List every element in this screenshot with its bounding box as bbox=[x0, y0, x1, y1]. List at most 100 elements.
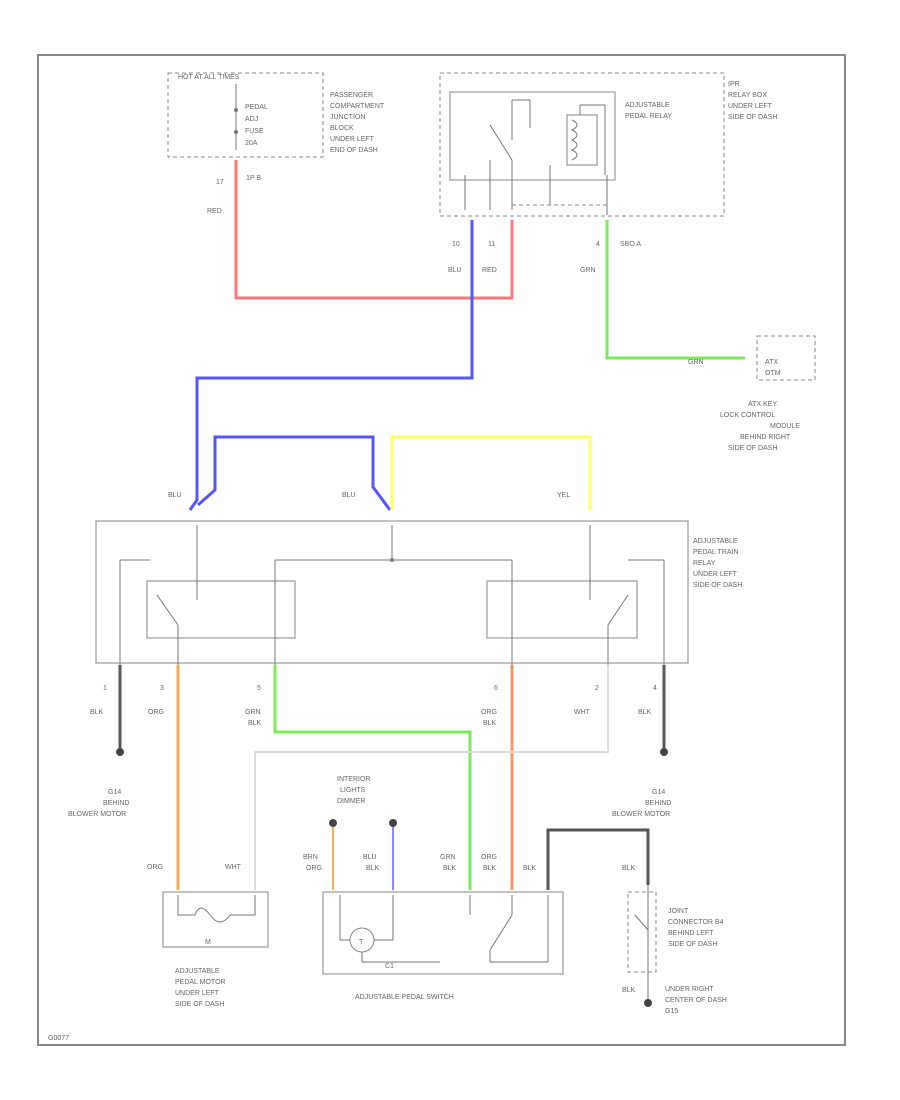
motor-line-3: UNDER LEFT bbox=[175, 990, 220, 997]
ptr-label-3: RELAY bbox=[693, 560, 716, 567]
ground-right-dot bbox=[660, 748, 668, 756]
ground-left-dot bbox=[116, 748, 124, 756]
ipr-title-2: RELAY BOX bbox=[728, 92, 767, 99]
motor-line-1: ADJUSTABLE bbox=[175, 968, 220, 975]
joint-line-2: CONNECTOR B4 bbox=[668, 919, 724, 926]
wire-label-red-1: RED bbox=[207, 208, 222, 215]
pedal-train-relay: ADJUSTABLE PEDAL TRAIN RELAY UNDER LEFT … bbox=[95, 520, 742, 692]
joint-connector: JOINT CONNECTOR B4 BEHIND LEFT SIDE OF D… bbox=[622, 885, 727, 1015]
fuse-block: HOT AT ALL TIMES PEDAL ADJ FUSE 20A PASS… bbox=[167, 72, 385, 186]
switch-label: ADJUSTABLE PEDAL SWITCH bbox=[355, 994, 454, 1001]
wire-blue-loop bbox=[197, 435, 392, 511]
ground-bottom-1: UNDER RIGHT bbox=[665, 986, 714, 993]
ptr-pin-5: 5 bbox=[257, 685, 261, 692]
wire-green-top bbox=[605, 220, 745, 360]
wire-label-blk-4: BLK bbox=[622, 865, 636, 872]
ground-bottom-3: G15 bbox=[665, 1008, 678, 1015]
ptr-pin-1: 1 bbox=[103, 685, 107, 692]
fuse-line-4: 20A bbox=[245, 140, 258, 147]
atkey-module: ATX OTM ATX KEY LOCK CONTROL MODULE BEHI… bbox=[720, 335, 816, 452]
lights-line-3: DIMMER bbox=[337, 798, 365, 805]
wire-label-blu-1: BLU bbox=[448, 267, 462, 274]
joint-line-3: BEHIND LEFT bbox=[668, 930, 714, 937]
junction-line-4: BLOCK bbox=[330, 125, 354, 132]
junction-line-1: PASSENGER bbox=[330, 92, 373, 99]
relay-label-1: ADJUSTABLE bbox=[625, 102, 670, 109]
wire-red bbox=[234, 160, 514, 300]
ptr-pin-4: 4 bbox=[653, 685, 657, 692]
atkey-loc-3: MODULE bbox=[770, 423, 800, 430]
wire-label-wht-1: WHT bbox=[574, 709, 591, 716]
ground-right-2: BEHIND bbox=[645, 800, 671, 807]
wire-label-blu-2: BLU bbox=[168, 492, 182, 499]
wire-label-grnblk-1: GRN bbox=[245, 709, 261, 716]
ptr-label-5: SIDE OF DASH bbox=[693, 582, 742, 589]
wire-label-orgblk-3: ORG bbox=[481, 854, 497, 861]
wire-label-blk-2: BLK bbox=[638, 709, 652, 716]
switch-inner: C1 bbox=[385, 963, 394, 970]
wire-white bbox=[254, 665, 609, 890]
motor-line-4: SIDE OF DASH bbox=[175, 1001, 224, 1008]
interior-lights-dimmer: INTERIOR LIGHTS DIMMER BRN ORG BLU BLK bbox=[303, 776, 397, 890]
pedal-switch: T C1 ADJUSTABLE PEDAL SWITCH bbox=[322, 891, 564, 1001]
wire-label-orgblk-2: BLK bbox=[483, 720, 497, 727]
ground-right-1: G14 bbox=[652, 789, 665, 796]
ground-right-3: BLOWER MOTOR bbox=[612, 811, 670, 818]
lights-line-1: INTERIOR bbox=[337, 776, 370, 783]
motor-line-2: PEDAL MOTOR bbox=[175, 979, 226, 986]
wire-label-orgblk-1: ORG bbox=[481, 709, 497, 716]
ipr-connector: SBO A bbox=[620, 241, 641, 248]
fuse-line-1: PEDAL bbox=[245, 104, 268, 111]
atkey-loc-1: ATX KEY bbox=[748, 401, 777, 408]
wire-label-blublk-2: BLK bbox=[366, 865, 380, 872]
fuse-line-2: ADJ bbox=[245, 116, 258, 123]
ptr-label-4: UNDER LEFT bbox=[693, 571, 738, 578]
ptr-label-2: PEDAL TRAIN bbox=[693, 549, 739, 556]
joint-line-1: JOINT bbox=[668, 908, 689, 915]
wire-label-blk-5: BLK bbox=[622, 987, 636, 994]
fuse-pin: 17 bbox=[216, 179, 224, 186]
junction-line-5: UNDER LEFT bbox=[330, 136, 375, 143]
light-symbol: T bbox=[359, 939, 364, 946]
atkey-loc-2: LOCK CONTROL bbox=[720, 412, 775, 419]
ipr-title-3: UNDER LEFT bbox=[728, 103, 773, 110]
ipr-title-1: IPR bbox=[728, 81, 740, 88]
ground-left-2: BEHIND bbox=[103, 800, 129, 807]
lights-line-2: LIGHTS bbox=[340, 787, 366, 794]
wire-black-switch bbox=[546, 828, 650, 890]
ipr-pin-b: 11 bbox=[488, 241, 495, 248]
ground-left-3: BLOWER MOTOR bbox=[68, 811, 126, 818]
fuse-header: HOT AT ALL TIMES bbox=[178, 74, 240, 81]
wire-label-grn-1: GRN bbox=[580, 267, 596, 274]
footer-code: G0077 bbox=[48, 1035, 69, 1042]
atkey-loc-4: BEHIND RIGHT bbox=[740, 434, 791, 441]
ipr-pin-c: 4 bbox=[596, 241, 600, 248]
wire-label-brnorg-1: BRN bbox=[303, 854, 318, 861]
wire-label-grnblk-3: GRN bbox=[440, 854, 456, 861]
relay-label-2: PEDAL RELAY bbox=[625, 113, 672, 120]
junction-line-3: JUNCTION bbox=[330, 114, 365, 121]
ipr-pin-a: 10 bbox=[452, 241, 460, 248]
joint-line-4: SIDE OF DASH bbox=[668, 941, 717, 948]
wire-label-brnorg-2: ORG bbox=[306, 865, 322, 872]
ptr-label-1: ADJUSTABLE bbox=[693, 538, 738, 545]
wire-label-wht-2: WHT bbox=[225, 864, 242, 871]
wire-label-yel: YEL bbox=[557, 492, 570, 499]
atkey-loc-5: SIDE OF DASH bbox=[728, 445, 777, 452]
ptr-pin-6: 6 bbox=[494, 685, 498, 692]
ptr-pin-2: 2 bbox=[595, 685, 599, 692]
wire-label-blk-1: BLK bbox=[90, 709, 104, 716]
atkey-line-2: OTM bbox=[765, 370, 781, 377]
wire-blue-top bbox=[188, 220, 474, 511]
wire-label-org-2: ORG bbox=[147, 864, 163, 871]
ipr-relay-box: ADJUSTABLE PEDAL RELAY IPR RELAY BOX UND… bbox=[439, 72, 777, 248]
wire-label-grn-2: GRN bbox=[688, 359, 704, 366]
fuse-line-3: FUSE bbox=[245, 128, 264, 135]
wire-label-blu-3: BLU bbox=[342, 492, 356, 499]
ground-bottom-2: CENTER OF DASH bbox=[665, 997, 727, 1004]
junction-line-6: END OF DASH bbox=[330, 147, 378, 154]
diagram-frame bbox=[37, 54, 846, 1046]
ptr-pin-3: 3 bbox=[160, 685, 164, 692]
junction-line-2: COMPARTMENT bbox=[330, 103, 385, 110]
